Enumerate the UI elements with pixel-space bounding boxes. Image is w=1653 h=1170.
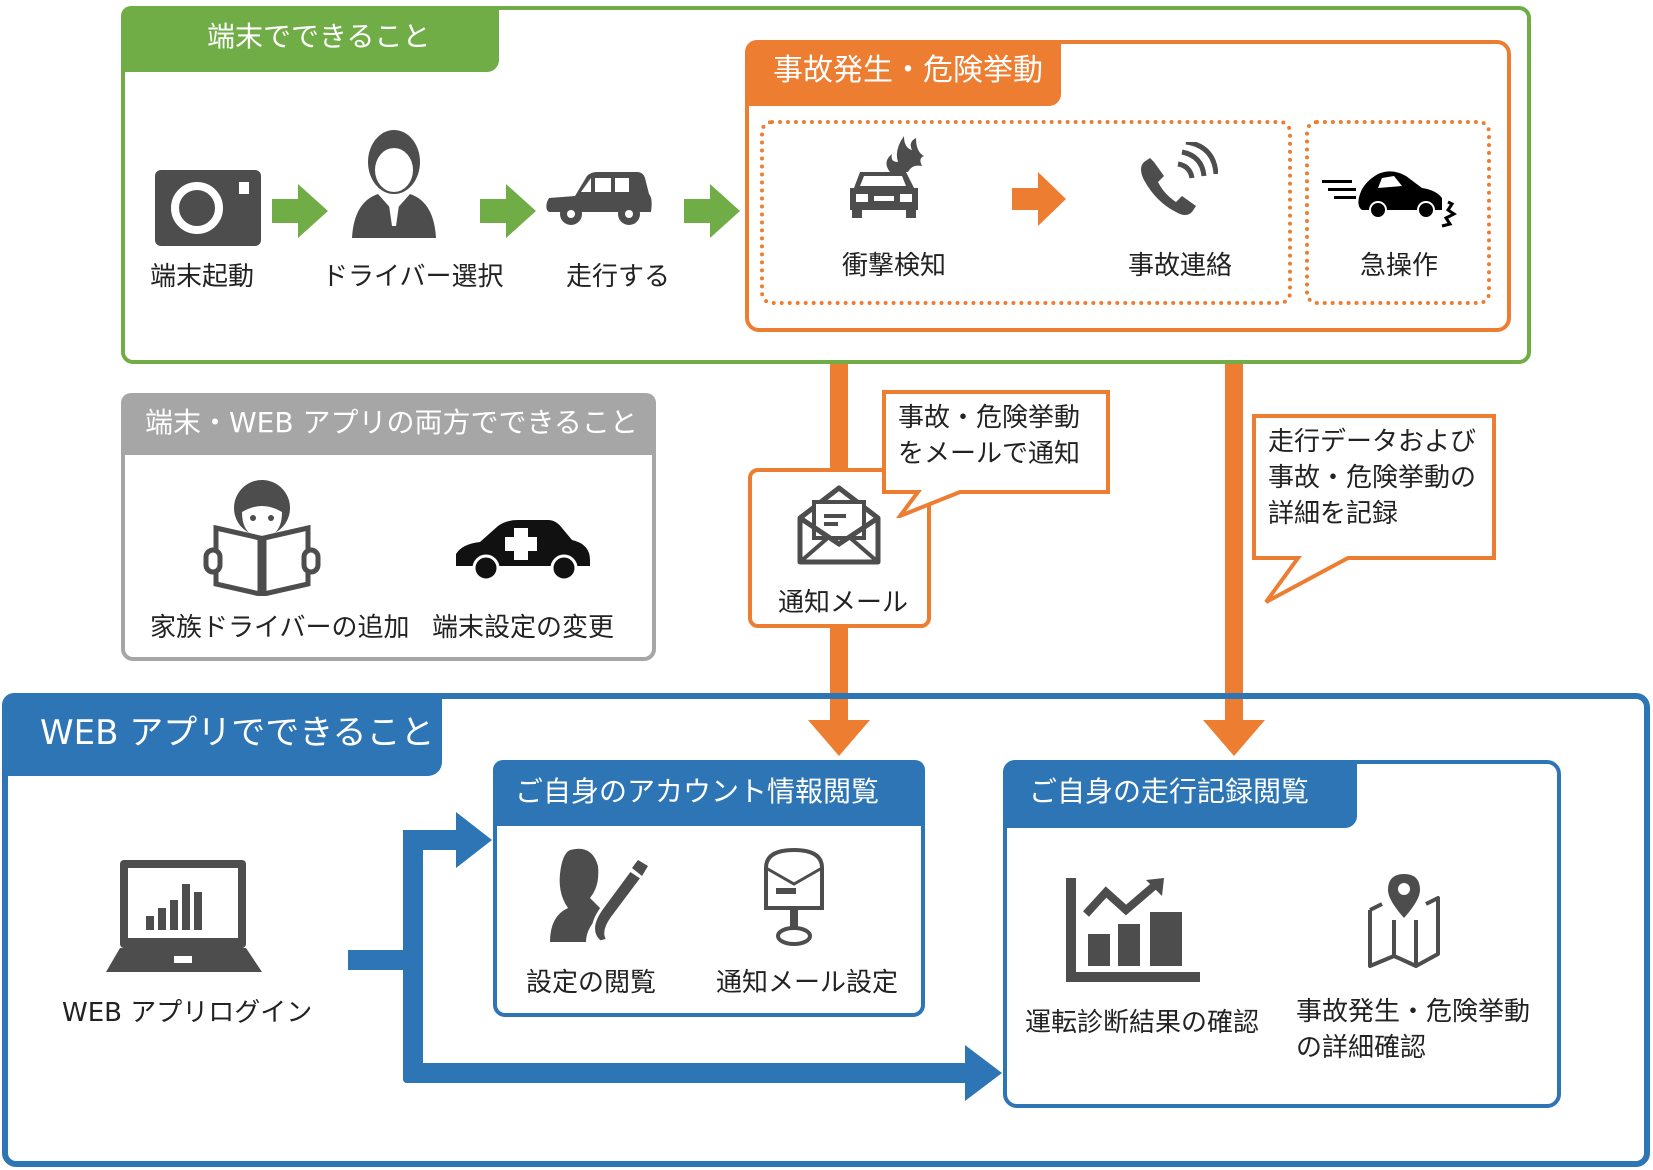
callout-line: をメールで通知 <box>898 439 1081 469</box>
callout-line: 事故・危険挙動 <box>898 403 1081 433</box>
green-arrow-icon <box>684 184 740 238</box>
driver-icon <box>348 126 440 238</box>
login-label[interactable]: WEB アプリログイン <box>62 998 313 1028</box>
device-section-title: 端末でできること <box>121 6 499 72</box>
blue-connector-bottom <box>403 1063 968 1083</box>
mailbox-icon <box>758 848 830 948</box>
record-callout-bubble <box>1252 414 1496 604</box>
records-item-label[interactable]: 運転診断結果の確認 <box>1025 1008 1260 1038</box>
orange-arrowhead-2 <box>1203 720 1265 756</box>
callout-line: 走行データおよび <box>1268 427 1477 457</box>
car-plus-icon <box>452 520 592 582</box>
envelope-icon <box>796 484 882 566</box>
accident-section-title: 事故発生・危険挙動 <box>745 40 1061 106</box>
growth-chart-icon <box>1066 878 1200 982</box>
web-section-title: WEB アプリでできること <box>2 693 442 776</box>
orange-connector-2 <box>1225 330 1243 722</box>
blue-arrowhead-bottom <box>965 1045 1002 1101</box>
blue-arrowhead-top <box>456 812 492 868</box>
driving-records-title: ご自身の走行記録閲覧 <box>1003 760 1357 828</box>
orange-arrow-icon <box>1012 172 1066 226</box>
mail-label: 通知メール <box>778 588 909 618</box>
both-section-title: 端末・WEB アプリの両方でできること <box>121 393 656 455</box>
mail-callout-text: 事故・危険挙動 をメールで通知 <box>898 400 1080 472</box>
step-label: 端末起動 <box>150 262 255 292</box>
blue-connector-vertical <box>403 830 423 1083</box>
accident-item-label: 急操作 <box>1360 251 1439 281</box>
records-item-label-line: の詳細確認 <box>1296 1033 1427 1063</box>
blue-connector-top <box>403 830 459 850</box>
camera-icon <box>155 170 265 246</box>
crash-car-icon <box>842 132 932 222</box>
callout-line: 詳細を記録 <box>1268 499 1399 529</box>
step-label: ドライバー選択 <box>322 262 504 292</box>
orange-arrowhead-1 <box>808 720 870 756</box>
record-callout-text: 走行データおよび 事故・危険挙動の 詳細を記録 <box>1268 424 1476 532</box>
account-item-label[interactable]: 設定の閲覧 <box>526 968 657 998</box>
both-item-label: 端末設定の変更 <box>432 613 615 643</box>
sudden-maneuver-group <box>1305 120 1491 305</box>
map-pin-icon <box>1368 872 1440 970</box>
sudden-maneuver-icon <box>1322 168 1468 228</box>
green-arrow-icon <box>480 184 536 238</box>
blue-connector-stem <box>348 950 408 970</box>
callout-line: 事故・危険挙動の <box>1268 463 1477 493</box>
green-arrow-icon <box>272 184 328 238</box>
phone-call-icon <box>1138 142 1218 218</box>
orange-connector-1a <box>830 330 848 470</box>
reading-person-icon <box>202 478 322 596</box>
accident-item-label: 衝撃検知 <box>842 251 947 281</box>
step-label: 走行する <box>566 262 671 292</box>
both-item-label: 家族ドライバーの追加 <box>150 613 410 643</box>
records-item-label-line: 事故発生・危険挙動 <box>1296 997 1531 1027</box>
mail-callout-bubble <box>882 390 1110 518</box>
car-icon <box>545 170 653 232</box>
accident-item-label: 事故連絡 <box>1128 251 1233 281</box>
accident-detection-group <box>760 120 1292 305</box>
account-item-label[interactable]: 通知メール設定 <box>716 968 899 998</box>
laptop-chart-icon <box>106 860 262 974</box>
records-item-label[interactable]: 事故発生・危険挙動 の詳細確認 <box>1296 994 1530 1066</box>
account-info-title: ご自身のアカウント情報閲覧 <box>493 760 925 826</box>
user-edit-icon <box>546 846 656 946</box>
web-section <box>2 693 1650 1167</box>
